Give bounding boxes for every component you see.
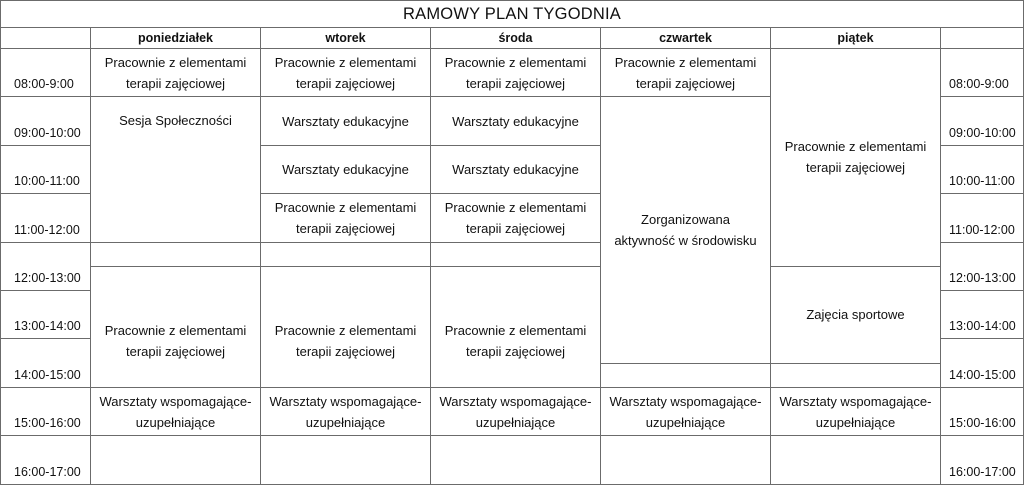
event-cell-monday: Pracownie z elementami terapii zajęciowe… [91, 266, 261, 388]
event-cell-thursday-empty [601, 436, 771, 485]
event-cell-thursday-empty [601, 363, 771, 388]
event-cell-wednesday-empty [431, 242, 601, 267]
time-slot-left: 16:00-17:00 [0, 436, 91, 485]
event-cell-tuesday-empty [261, 242, 431, 267]
event-cell-tuesday: Pracownie z elementami terapii zajęciowe… [261, 266, 431, 388]
event-cell-monday: Pracownie z elementami terapii zajęciowe… [91, 49, 261, 98]
event-label: Warsztaty edukacyjne [282, 113, 409, 129]
event-cell-monday: Warsztaty wspomagające-uzupełniające [91, 387, 261, 437]
time-slot-left: 08:00-9:00 [0, 49, 91, 98]
event-cell-wednesday: Warsztaty wspomagające-uzupełniające [431, 387, 601, 437]
time-slot-left: 15:00-16:00 [0, 387, 91, 437]
event-cell-thursday: Zorganizowana aktywność w środowisku [601, 97, 771, 364]
event-cell-wednesday: Pracownie z elementami terapii zajęciowe… [431, 194, 601, 243]
event-cell-friday-empty [771, 436, 941, 485]
time-slot-left: 13:00-14:00 [0, 290, 91, 340]
day-header-wednesday: środa [431, 28, 601, 49]
event-label: Zorganizowana aktywność w środowisku [614, 212, 757, 249]
event-cell-friday: Pracownie z elementami terapii zajęciowe… [771, 49, 941, 267]
event-label: Warsztaty edukacyjne [452, 161, 579, 177]
time-slot-right: 09:00-10:00 [941, 97, 1024, 146]
event-cell-wednesday: Pracownie z elementami terapii zajęciowe… [431, 49, 601, 98]
event-cell-tuesday: Pracownie z elementami terapii zajęciowe… [261, 49, 431, 98]
event-cell-friday-empty [771, 363, 941, 388]
time-slot-right: 14:00-15:00 [941, 339, 1024, 388]
event-label: Pracownie z elementami terapii zajęciowe… [784, 139, 927, 176]
event-cell-friday: Warsztaty wspomagające-uzupełniające [771, 387, 941, 437]
event-label: Warsztaty edukacyjne [282, 161, 409, 177]
event-cell-wednesday: Pracownie z elementami terapii zajęciowe… [431, 266, 601, 388]
event-cell-wednesday: Warsztaty edukacyjne [431, 97, 601, 146]
schedule-title: RAMOWY PLAN TYGODNIA [0, 0, 1024, 28]
event-cell-tuesday: Warsztaty wspomagające-uzupełniające [261, 387, 431, 437]
event-cell-wednesday: Warsztaty edukacyjne [431, 145, 601, 195]
time-slot-left: 09:00-10:00 [0, 97, 91, 146]
event-label: Sesja Społeczności [119, 113, 232, 129]
time-slot-left: 10:00-11:00 [0, 145, 91, 195]
header-corner-left [0, 28, 91, 49]
time-slot-right: 15:00-16:00 [941, 387, 1024, 437]
event-cell-monday-empty [91, 242, 261, 267]
event-label: Warsztaty edukacyjne [452, 113, 579, 129]
time-slot-right: 10:00-11:00 [941, 145, 1024, 195]
time-slot-left: 11:00-12:00 [0, 194, 91, 243]
day-header-thursday: czwartek [601, 28, 771, 49]
header-corner-right [941, 28, 1024, 49]
event-cell-wednesday-empty [431, 436, 601, 485]
event-cell-tuesday: Pracownie z elementami terapii zajęciowe… [261, 194, 431, 243]
event-label: Zajęcia sportowe [806, 307, 905, 323]
time-slot-left: 12:00-13:00 [0, 242, 91, 291]
event-cell-thursday: Pracownie z elementami terapii zajęciowe… [601, 49, 771, 98]
event-cell-tuesday-empty [261, 436, 431, 485]
event-cell-tuesday: Warsztaty edukacyjne [261, 97, 431, 146]
time-slot-left: 14:00-15:00 [0, 339, 91, 388]
time-slot-right: 11:00-12:00 [941, 194, 1024, 243]
day-header-tuesday: wtorek [261, 28, 431, 49]
event-cell-thursday: Warsztaty wspomagające-uzupełniające [601, 387, 771, 437]
time-slot-right: 16:00-17:00 [941, 436, 1024, 485]
event-cell-monday: Sesja Społeczności [91, 97, 261, 243]
time-slot-right: 08:00-9:00 [941, 49, 1024, 98]
time-slot-right: 12:00-13:00 [941, 242, 1024, 291]
event-cell-friday: Zajęcia sportowe [771, 266, 941, 364]
event-cell-monday-empty [91, 436, 261, 485]
event-cell-tuesday: Warsztaty edukacyjne [261, 145, 431, 195]
time-slot-right: 13:00-14:00 [941, 290, 1024, 340]
day-header-monday: poniedziałek [91, 28, 261, 49]
day-header-friday: piątek [771, 28, 941, 49]
